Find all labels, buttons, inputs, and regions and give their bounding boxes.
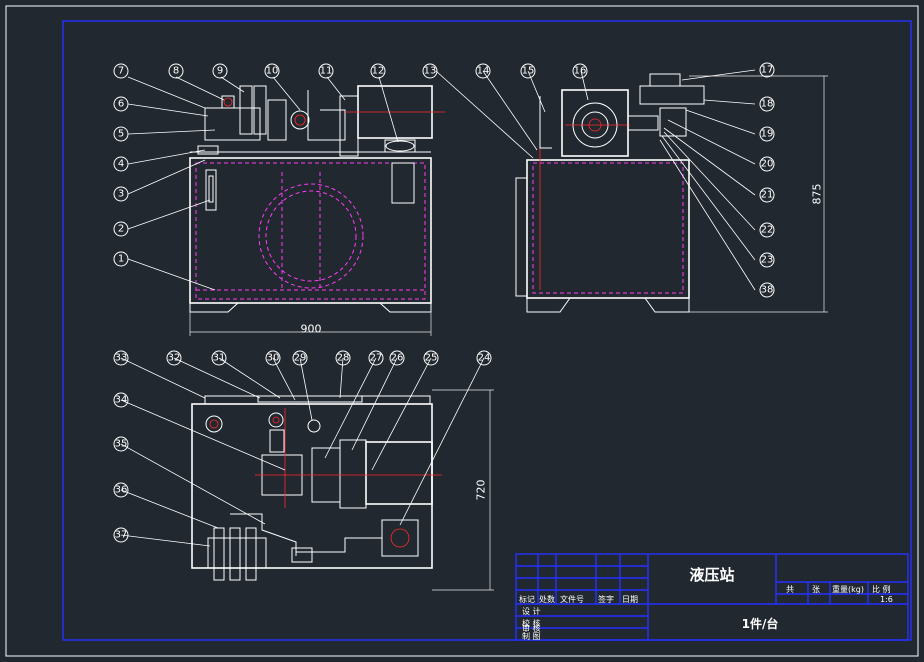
role-design: 设 计 xyxy=(522,606,541,616)
side-tank-body xyxy=(526,159,690,299)
callout-1: 1 xyxy=(118,254,124,265)
breather-cap xyxy=(385,140,415,152)
dimension-900: 900 xyxy=(301,323,322,336)
filler-cap xyxy=(205,415,223,433)
outer-border xyxy=(5,5,919,657)
header-date: 日期 xyxy=(622,595,638,604)
callout-13: 13 xyxy=(424,66,437,77)
tank-body xyxy=(189,157,432,304)
callout-33: 33 xyxy=(115,353,128,364)
callout-5: 5 xyxy=(118,129,124,140)
callout-6: 6 xyxy=(118,99,124,110)
callout-10: 10 xyxy=(266,66,279,77)
callout-8: 8 xyxy=(173,66,179,77)
header-count: 处数 xyxy=(539,594,555,604)
side-view: 875 xyxy=(515,73,828,313)
quantity-label: 1件/台 xyxy=(742,616,779,631)
valve-stack-a xyxy=(239,85,253,135)
header-sign: 签字 xyxy=(598,594,614,604)
top-motor-flange xyxy=(339,439,367,509)
callout-36: 36 xyxy=(115,485,128,496)
role-check: 校 核 xyxy=(522,618,541,628)
callout-24: 24 xyxy=(478,353,491,364)
title-block: 液压站 1件/台 标记 处数 文件号 签字 日期 设 计 校 核 审 核 制 图… xyxy=(515,553,909,641)
drawing-title: 液压站 xyxy=(689,566,734,584)
callout-23: 23 xyxy=(761,255,774,266)
callout-3: 3 xyxy=(118,189,124,200)
valve-stack-b xyxy=(253,85,267,135)
callout-18: 18 xyxy=(761,99,774,110)
meta-weight: 重量(kg) xyxy=(832,584,864,594)
callout-2: 2 xyxy=(118,224,124,235)
role-review: 审 核 xyxy=(522,623,541,633)
pressure-gauge xyxy=(290,110,310,130)
pump-housing xyxy=(561,89,629,157)
top-motor xyxy=(365,441,433,505)
callout-side: 13 14 15 16 17 18 19 20 21 22 23 38 xyxy=(422,62,775,298)
tank-inner-dashed xyxy=(195,162,426,300)
front-view: 900 xyxy=(189,85,445,336)
callout-7: 7 xyxy=(118,66,124,77)
callout-19: 19 xyxy=(761,129,774,140)
callout-9: 9 xyxy=(217,66,223,77)
top-valve-bank xyxy=(207,537,267,569)
callout-16: 16 xyxy=(574,66,587,77)
callout-12: 12 xyxy=(372,66,385,77)
top-view: 720 xyxy=(191,389,494,591)
scale-value: 1:6 xyxy=(880,595,893,604)
callout-22: 22 xyxy=(761,225,774,236)
callout-29: 29 xyxy=(294,353,307,364)
header-file-no: 文件号 xyxy=(560,594,584,604)
callout-4: 4 xyxy=(118,159,124,170)
cover-circle-inner xyxy=(265,190,357,282)
callout-15: 15 xyxy=(522,66,535,77)
tank-feet xyxy=(189,302,432,313)
callout-17: 17 xyxy=(761,65,774,76)
top-filter-block xyxy=(381,519,419,557)
cover-circle-outer xyxy=(258,183,364,289)
callout-11: 11 xyxy=(320,66,333,77)
callout-14: 14 xyxy=(477,66,490,77)
callout-35: 35 xyxy=(115,439,128,450)
leader-lines xyxy=(120,69,756,547)
callout-32: 32 xyxy=(168,353,181,364)
meta-total: 共 xyxy=(786,585,794,594)
callout-21: 21 xyxy=(761,190,774,201)
valve-block-top xyxy=(639,85,705,105)
meta-sheet: 张 xyxy=(812,585,820,594)
callout-28: 28 xyxy=(337,353,350,364)
callout-25: 25 xyxy=(425,353,438,364)
inner-frame xyxy=(62,20,912,641)
callout-37: 37 xyxy=(115,530,128,541)
header-mark: 标记 xyxy=(519,594,535,604)
callout-26: 26 xyxy=(391,353,404,364)
callout-31: 31 xyxy=(213,353,226,364)
callout-30: 30 xyxy=(267,353,280,364)
dimension-875: 875 xyxy=(811,184,824,205)
motor-flange xyxy=(339,95,359,157)
callout-front: 7 8 9 10 11 12 6 5 4 3 2 1 xyxy=(113,63,386,267)
dimension-720: 720 xyxy=(475,480,488,501)
meta-scale-label: 比 例 xyxy=(872,584,891,594)
callout-34: 34 xyxy=(115,395,128,406)
role-draw: 制 图 xyxy=(522,631,541,641)
callout-top: 33 32 31 30 29 28 27 26 25 24 34 35 36 3… xyxy=(113,350,492,543)
suction-pipe xyxy=(539,96,552,149)
return-pipe xyxy=(391,162,415,204)
callout-38: 38 xyxy=(761,285,774,296)
pipe-loop xyxy=(307,90,346,141)
callout-20: 20 xyxy=(761,159,774,170)
callout-27: 27 xyxy=(370,353,383,364)
level-gauge xyxy=(205,169,217,211)
